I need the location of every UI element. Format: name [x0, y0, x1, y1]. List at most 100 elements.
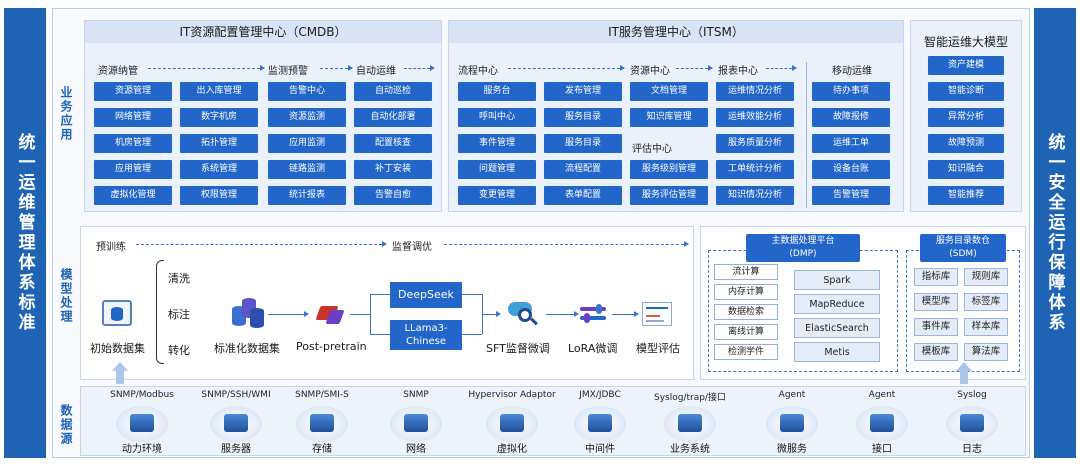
- source-name: 中间件: [585, 444, 615, 455]
- itsm-col1-item[interactable]: 事件管理: [458, 134, 536, 153]
- cmdb-col3-item[interactable]: 统计报表: [268, 186, 346, 205]
- itsm-col1-item[interactable]: 变更管理: [458, 186, 536, 205]
- ai-model-item[interactable]: 知识融合: [928, 160, 1004, 179]
- source-name: 服务器: [221, 444, 251, 455]
- dmp-right-item: Metis: [794, 342, 880, 362]
- cmdb-col4-item[interactable]: 自动巡检: [354, 82, 432, 101]
- left-standard-bar: 统一运维管理体系标准: [4, 8, 46, 458]
- dmp-title: 主数据处理平台 (DMP): [746, 234, 860, 262]
- cmdb-col4-item[interactable]: 告警自愈: [354, 186, 432, 205]
- sdm-item: 模型库: [914, 293, 958, 311]
- source-protocol: Agent: [778, 390, 806, 400]
- model-eval-icon: [642, 302, 672, 326]
- post-pretrain-icon: [315, 302, 345, 326]
- data-up-arrow-right: [956, 362, 972, 384]
- itsm-col5-item[interactable]: 故障报修: [812, 108, 890, 127]
- cmdb-col2-item[interactable]: 拓扑管理: [180, 134, 258, 153]
- itsm-col2-item[interactable]: 流程配置: [544, 160, 622, 179]
- cmdb-col1-item[interactable]: 资源管理: [94, 82, 172, 101]
- cmdb-col2-item[interactable]: 数字机房: [180, 108, 258, 127]
- cmdb-col4-item[interactable]: 配置核查: [354, 134, 432, 153]
- itsm-col2-item[interactable]: 发布管理: [544, 82, 622, 101]
- cmdb-panel: IT资源配置管理中心（CMDB）: [84, 20, 442, 212]
- itsm-col3b-item[interactable]: 服务评估管理: [630, 186, 708, 205]
- itsm-col2-item[interactable]: 表单配置: [544, 186, 622, 205]
- source-name: 网络: [406, 444, 426, 455]
- source-protocol: Syslog: [957, 390, 987, 400]
- itsm-col1-item[interactable]: 服务台: [458, 82, 536, 101]
- dmp-right-item: ElasticSearch: [794, 318, 880, 338]
- row-label-data: 数据源: [59, 404, 73, 446]
- source-name: 微服务: [777, 444, 807, 455]
- cmdb-col2-item[interactable]: 权限管理: [180, 186, 258, 205]
- post-pretrain-label: Post-pretrain: [296, 340, 367, 353]
- source-protocol: SNMP/SMI-S: [295, 390, 349, 400]
- llama-box: LLama3-Chinese: [390, 320, 462, 350]
- source-name: 业务系统: [670, 444, 710, 455]
- log-icon: [946, 406, 998, 442]
- itsm-col1-item[interactable]: 呼叫中心: [458, 108, 536, 127]
- dmp-left-item: 流计算: [714, 264, 778, 280]
- interface-icon: [856, 406, 908, 442]
- ai-model-item[interactable]: 故障预测: [928, 134, 1004, 153]
- itsm-section-process: 流程中心: [458, 66, 498, 77]
- itsm-col5-item[interactable]: 待办事项: [812, 82, 890, 101]
- ai-model-item[interactable]: 智能推荐: [928, 186, 1004, 205]
- cmdb-col4-item[interactable]: 补丁安装: [354, 160, 432, 179]
- cmdb-col2-item[interactable]: 系统管理: [180, 160, 258, 179]
- cmdb-col1-item[interactable]: 虚拟化管理: [94, 186, 172, 205]
- sdm-item: 算法库: [964, 343, 1008, 361]
- standard-dataset-label: 标准化数据集: [214, 342, 280, 355]
- itsm-section-resource: 资源中心: [630, 66, 670, 77]
- initial-dataset-icon: [102, 300, 132, 326]
- itsm-divider: [806, 62, 807, 208]
- itsm-col2-item[interactable]: 服务目录: [544, 134, 622, 153]
- itsm-col4-item[interactable]: 工单统计分析: [716, 160, 794, 179]
- cmdb-col2-item[interactable]: 出入库管理: [180, 82, 258, 101]
- ai-model-item[interactable]: 资产建模: [928, 56, 1004, 75]
- row-label-business: 业务应用: [59, 86, 73, 142]
- itsm-col3b-item[interactable]: 服务级别管理: [630, 160, 708, 179]
- network-icon: [390, 406, 442, 442]
- itsm-col1-item[interactable]: 问题管理: [458, 160, 536, 179]
- cmdb-col1-item[interactable]: 机房管理: [94, 134, 172, 153]
- dmp-left-item: 检测学件: [714, 344, 778, 360]
- microservice-icon: [766, 406, 818, 442]
- itsm-col4-item[interactable]: 运维情况分析: [716, 82, 794, 101]
- itsm-col5-item[interactable]: 告警管理: [812, 186, 890, 205]
- step-clean: 清洗: [168, 272, 190, 285]
- cmdb-title: IT资源配置管理中心（CMDB）: [85, 21, 441, 43]
- cmdb-col3-item[interactable]: 告警中心: [268, 82, 346, 101]
- sdm-item: 样本库: [964, 318, 1008, 336]
- itsm-col5-item[interactable]: 运维工单: [812, 134, 890, 153]
- itsm-col4-item[interactable]: 运维效能分析: [716, 108, 794, 127]
- itsm-col3a-item[interactable]: 文档管理: [630, 82, 708, 101]
- ai-model-title: 智能运维大模型: [923, 35, 1008, 49]
- ai-model-item[interactable]: 异常分析: [928, 108, 1004, 127]
- dmp-right-item: Spark: [794, 270, 880, 290]
- cmdb-col1-item[interactable]: 网络管理: [94, 108, 172, 127]
- cmdb-col3-item[interactable]: 资源监测: [268, 108, 346, 127]
- cmdb-col3-item[interactable]: 链路监测: [268, 160, 346, 179]
- initial-dataset-label: 初始数据集: [90, 342, 145, 355]
- storage-icon: [296, 406, 348, 442]
- itsm-section-mobile: 移动运维: [832, 66, 872, 77]
- source-protocol: SNMP: [403, 390, 429, 400]
- ai-model-item[interactable]: 智能诊断: [928, 82, 1004, 101]
- itsm-col4-item[interactable]: 知识情况分析: [716, 186, 794, 205]
- itsm-col3a-item[interactable]: 知识库管理: [630, 108, 708, 127]
- cmdb-col4-item[interactable]: 自动化部署: [354, 108, 432, 127]
- cmdb-col3-item[interactable]: 应用监测: [268, 134, 346, 153]
- itsm-section-evaluate: 评估中心: [632, 144, 672, 155]
- itsm-col2-item[interactable]: 服务目录: [544, 108, 622, 127]
- source-name: 虚拟化: [497, 444, 527, 455]
- itsm-col5-item[interactable]: 设备台账: [812, 160, 890, 179]
- sdm-title: 服务目录数仓 (SDM): [920, 234, 1006, 262]
- cmdb-col1-item[interactable]: 应用管理: [94, 160, 172, 179]
- sdm-item: 规则库: [964, 268, 1008, 286]
- deepseek-box: DeepSeek: [390, 282, 462, 308]
- server-icon: [210, 406, 262, 442]
- itsm-col4-item[interactable]: 服务质量分析: [716, 134, 794, 153]
- model-section: [80, 226, 694, 380]
- sdm-item: 事件库: [914, 318, 958, 336]
